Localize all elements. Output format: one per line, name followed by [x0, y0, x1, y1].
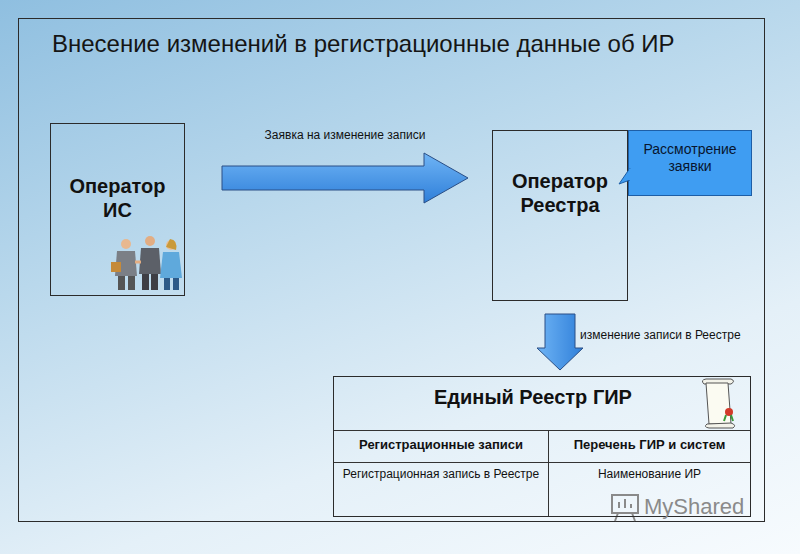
callout-pointer [617, 167, 631, 197]
scroll-icon [702, 379, 734, 428]
node-text: Оператор Реестра [499, 169, 621, 217]
actor-box: Оператор Реестра [492, 130, 628, 301]
callout-pointer-join [629, 169, 631, 181]
edge-label: изменение записи в Реестре [580, 328, 770, 342]
edge-label: Заявка на изменение записи [202, 128, 488, 142]
node-text: Единый Реестр ГИР [340, 385, 726, 409]
block-arrow [222, 153, 468, 203]
watermark-icon [612, 495, 638, 521]
node-text: Рассмотрение заявки [635, 141, 745, 175]
watermark: MyShared [644, 494, 764, 520]
arrow-shape [222, 153, 468, 203]
table-header-cell: Регистрационные записи [334, 437, 548, 452]
block-arrow [537, 314, 583, 370]
node-text: Оператор ИС [57, 174, 178, 222]
people-illustration [111, 236, 182, 290]
diagram-title: Внесение изменений в регистрационные дан… [52, 30, 675, 58]
actor-box: Оператор ИС [50, 123, 185, 296]
callout-box: Рассмотрение заявки [628, 130, 752, 196]
callout-pointer-shape [619, 168, 630, 184]
arrow-shape [537, 314, 583, 370]
table-header-cell: Перечень ГИР и систем [549, 437, 750, 452]
table-cell: Регистрационная запись в Реестре [334, 467, 548, 481]
table-cell: Наименование ИР [549, 467, 750, 481]
